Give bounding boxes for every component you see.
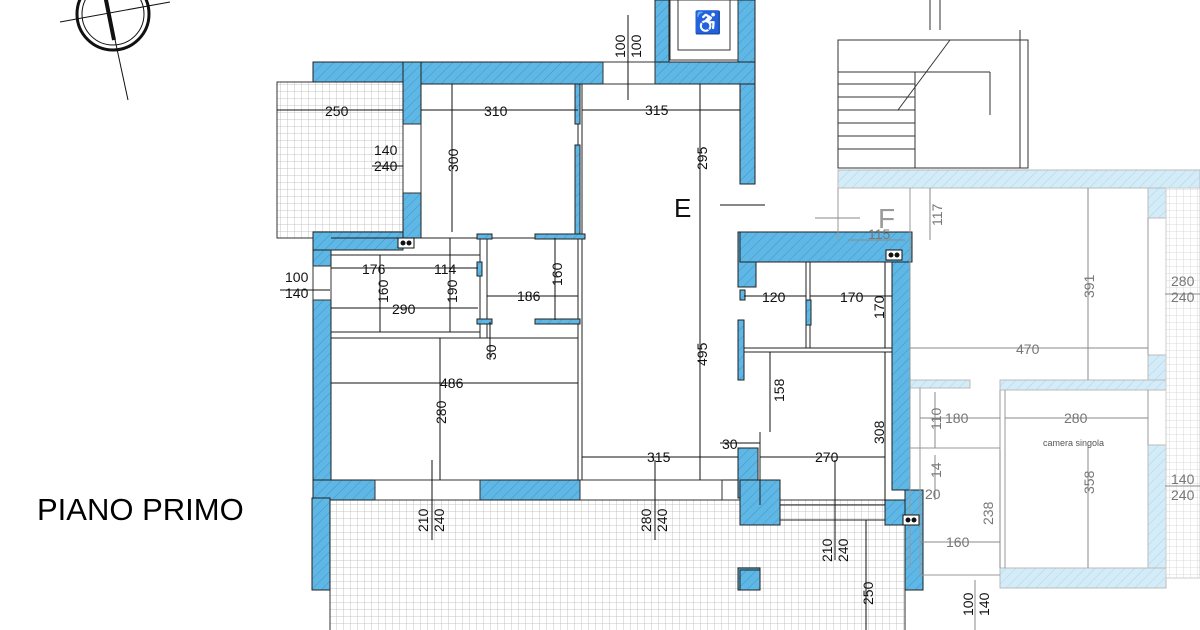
- wheelchair-icon: ♿: [694, 10, 721, 35]
- dim-label: 240: [431, 508, 447, 532]
- dim-label: 100: [628, 34, 644, 58]
- dimension-labels: 250 310 315 300 295 100 100 140 240 100 …: [285, 34, 1195, 616]
- dim-label: 300: [445, 148, 461, 172]
- dim-label: 391: [1081, 274, 1097, 298]
- dimension-lines: [277, 15, 892, 630]
- interior-walls-e: [476, 83, 812, 326]
- dim-label: 30: [483, 344, 499, 360]
- dim-label: 290: [392, 301, 416, 317]
- dim-label: 100: [285, 269, 309, 285]
- dimension-lines-f: [815, 188, 1200, 630]
- dim-label: 30: [722, 436, 738, 452]
- windows: [312, 61, 723, 501]
- dim-label: 14: [928, 462, 944, 478]
- elevator: ♿: [669, 0, 739, 61]
- balcony-right: [1165, 187, 1200, 579]
- dim-label: 240: [835, 538, 851, 562]
- dim-label: 158: [771, 378, 787, 402]
- dim-label: 20: [925, 486, 941, 502]
- dim-label: 117: [929, 203, 945, 226]
- dim-label: 240: [1171, 487, 1195, 503]
- balcony-top-left: [276, 81, 404, 239]
- dim-label: 180: [945, 410, 969, 426]
- dim-label: 358: [1081, 470, 1097, 494]
- dim-label: 295: [694, 146, 710, 170]
- dim-label: 210: [415, 508, 431, 532]
- walls-apartment-f: [837, 169, 1200, 589]
- dim-label: 110: [928, 407, 944, 430]
- dim-label: 240: [1171, 289, 1195, 305]
- dim-label: 140: [976, 592, 992, 616]
- dim-label: 140: [374, 142, 398, 158]
- apartment-f-label: F: [878, 203, 895, 234]
- dim-label: 140: [285, 285, 309, 301]
- dim-label: 470: [1016, 341, 1040, 357]
- dim-label: 250: [860, 581, 876, 605]
- dim-label: 308: [871, 420, 887, 444]
- dim-label: 120: [762, 289, 786, 305]
- dim-label: 170: [871, 295, 887, 319]
- stairs: [837, 0, 1029, 169]
- dim-label: 270: [815, 449, 839, 465]
- dim-label: 160: [375, 279, 391, 303]
- dim-label: 250: [325, 103, 349, 119]
- dim-label: 114: [434, 261, 457, 277]
- dim-label: 190: [444, 279, 460, 303]
- floor-title: PIANO PRIMO: [37, 492, 244, 527]
- room-note: camera singola: [1043, 438, 1104, 448]
- dim-label: 495: [694, 342, 710, 366]
- dim-label: 100: [960, 592, 976, 616]
- dim-label: 186: [517, 288, 541, 304]
- dim-label: 240: [374, 158, 398, 174]
- outlet-icon: [397, 237, 920, 526]
- dim-label: 210: [819, 538, 835, 562]
- dim-label: 176: [362, 261, 386, 277]
- dim-label: 170: [840, 289, 864, 305]
- dim-label: 100: [612, 34, 628, 58]
- dim-label: 280: [1171, 273, 1195, 289]
- dim-label: 315: [645, 102, 669, 118]
- dim-label: 160: [549, 262, 565, 286]
- dim-label: 315: [647, 449, 671, 465]
- dim-label: 160: [946, 534, 970, 550]
- dim-label: 238: [980, 501, 996, 525]
- apartment-e-label: E: [674, 193, 691, 223]
- dim-label: 240: [654, 508, 670, 532]
- dim-label: 486: [440, 375, 464, 391]
- dim-label: 140: [1171, 471, 1195, 487]
- compass-icon: [59, 0, 171, 101]
- dim-label: 280: [433, 400, 449, 424]
- dim-label: 115: [868, 226, 891, 242]
- terrace-drain: [739, 569, 761, 591]
- dim-label: 280: [1064, 410, 1088, 426]
- dim-label: 310: [484, 103, 508, 119]
- dim-label: 280: [638, 508, 654, 532]
